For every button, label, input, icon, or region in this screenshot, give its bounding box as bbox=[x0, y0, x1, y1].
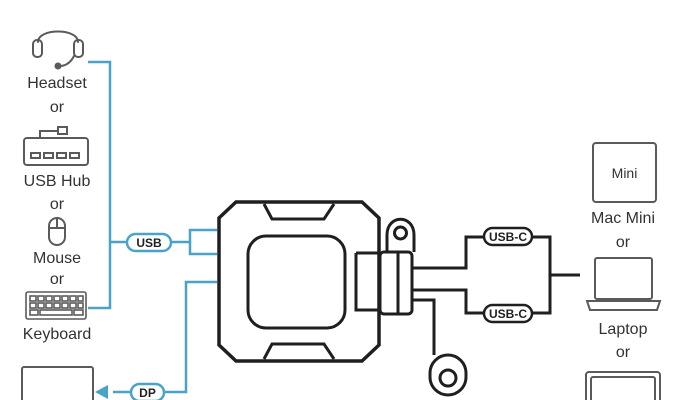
usb-c-top-label: USB-C bbox=[489, 230, 527, 244]
usb-cable-left bbox=[88, 60, 217, 310]
usb-hub-label: USB Hub bbox=[24, 173, 91, 190]
laptop-icon bbox=[585, 371, 661, 400]
mac-mini-label: Mac Mini bbox=[591, 210, 655, 227]
usb-badge: USB bbox=[125, 232, 173, 253]
usb-c-badge-bottom: USB-C bbox=[482, 303, 534, 324]
or-separator: or bbox=[50, 271, 65, 288]
monitor-icon bbox=[21, 366, 94, 400]
dp-badge-label: DP bbox=[139, 386, 156, 400]
cable-pendant bbox=[412, 298, 468, 397]
usb-c-bottom-label: USB-C bbox=[489, 307, 527, 321]
dp-cable-left bbox=[95, 280, 217, 399]
or-separator: or bbox=[616, 234, 631, 251]
dp-badge: DP bbox=[129, 382, 166, 400]
laptop-icon bbox=[585, 257, 662, 311]
laptop-label: Laptop bbox=[599, 321, 648, 338]
headset-icon bbox=[32, 30, 84, 70]
usb-hub-icon bbox=[23, 126, 89, 166]
or-separator: or bbox=[616, 344, 631, 361]
cable-clip bbox=[378, 217, 416, 316]
mouse-label: Mouse bbox=[33, 250, 81, 267]
keyboard-label: Keyboard bbox=[23, 326, 92, 343]
mac-mini-icon: Mini bbox=[592, 142, 657, 203]
or-separator: or bbox=[50, 196, 65, 213]
keyboard-icon bbox=[25, 291, 87, 320]
dock-device bbox=[217, 200, 381, 363]
mac-mini-screen-label: Mini bbox=[612, 165, 638, 181]
usb-c-cable-right bbox=[412, 235, 580, 315]
mouse-icon bbox=[48, 217, 66, 246]
or-separator: or bbox=[50, 99, 65, 116]
usb-c-badge-top: USB-C bbox=[482, 226, 534, 247]
headset-label: Headset bbox=[27, 75, 87, 92]
usb-badge-label: USB bbox=[136, 236, 162, 250]
